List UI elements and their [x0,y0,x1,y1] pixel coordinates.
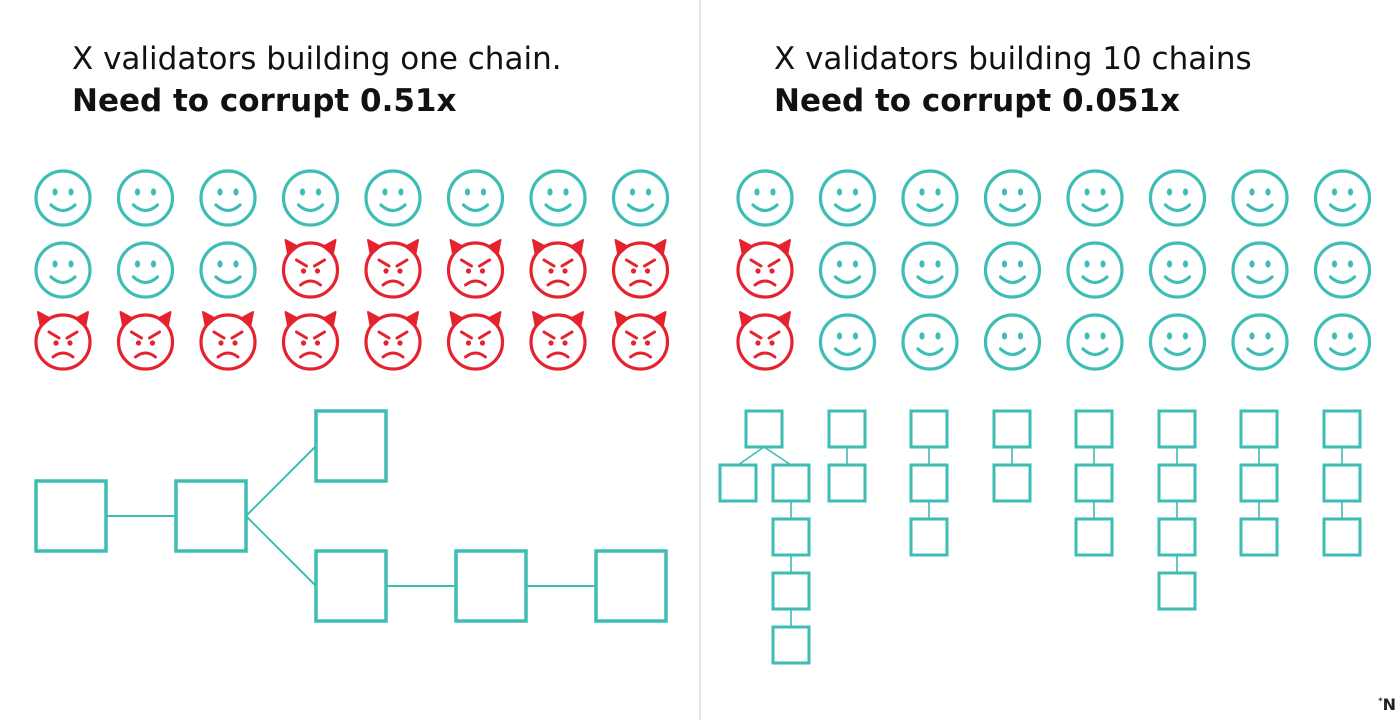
block [454,549,528,623]
block [314,549,388,623]
smiley-face-icon [1066,313,1124,371]
smiley-face-icon [1148,241,1207,299]
block [174,479,248,553]
smiley-face-icon [34,169,92,227]
left-diagram [34,169,670,623]
smiley-face-icon [818,241,877,299]
smiley-face-icon [901,313,959,371]
smiley-face-icon [1231,241,1289,299]
smiley-face-icon [116,241,175,299]
devil-face-icon [736,239,794,299]
block [827,409,867,449]
right-title: X validators building 10 chains [774,41,1252,77]
block [314,409,388,483]
block [1157,463,1197,503]
block [992,409,1032,449]
chain-link [763,446,792,466]
smiley-face-icon [1313,313,1372,371]
block [1074,517,1114,557]
block [1157,517,1197,557]
left-heading: X validators building one chain. Need to… [72,38,562,122]
block [1322,517,1362,557]
block [909,409,949,449]
block [992,463,1032,503]
block [1239,517,1279,557]
smiley-face-icon [34,241,92,299]
smiley-face-icon [983,241,1042,299]
block [771,625,811,665]
smiley-face-icon [736,169,794,227]
watermark-text: N [1382,695,1396,714]
block [1157,571,1197,611]
block [771,463,811,503]
block [718,463,758,503]
block [34,479,108,553]
block [1322,409,1362,449]
smiley-face-icon [1066,169,1124,227]
block [1239,409,1279,449]
right-subtitle: Need to corrupt 0.051x [774,83,1181,119]
chain-link [245,445,317,517]
devil-face-icon [529,239,587,299]
block [827,463,867,503]
smiley-face-icon [364,169,422,227]
smiley-face-icon [818,313,877,371]
smiley-face-icon [1148,313,1207,371]
left-panel: X validators building one chain. Need to… [34,38,670,623]
smiley-face-icon [983,169,1042,227]
right-diagram [718,169,1372,665]
block [909,517,949,557]
block [1074,409,1114,449]
smiley-face-icon [1066,241,1124,299]
smiley-face-icon [818,169,877,227]
devil-face-icon [281,311,340,371]
smiley-face-icon [1148,169,1207,227]
block [909,463,949,503]
block [1239,463,1279,503]
smiley-face-icon [1231,169,1289,227]
devil-face-icon [34,311,92,371]
smiley-face-icon [1313,241,1372,299]
smiley-face-icon [281,169,340,227]
smiley-face-icon [446,169,505,227]
devil-face-icon [611,239,670,299]
block [771,571,811,611]
block [1074,463,1114,503]
block [771,517,811,557]
block [1322,463,1362,503]
block [594,549,668,623]
chain-link [737,446,765,466]
watermark-logo: *N [1378,695,1396,714]
devil-face-icon [116,311,175,371]
devil-face-icon [611,311,670,371]
smiley-face-icon [529,169,587,227]
devil-face-icon [364,311,422,371]
smiley-face-icon [901,241,959,299]
smiley-face-icon [199,241,257,299]
devil-face-icon [446,239,505,299]
block [1157,409,1197,449]
devil-face-icon [529,311,587,371]
devil-face-icon [736,311,794,371]
devil-face-icon [446,311,505,371]
block [744,409,784,449]
smiley-face-icon [1313,169,1372,227]
devil-face-icon [364,239,422,299]
smiley-face-icon [901,169,959,227]
chain-link [245,515,317,587]
smiley-face-icon [611,169,670,227]
smiley-face-icon [1231,313,1289,371]
smiley-face-icon [199,169,257,227]
right-heading: X validators building 10 chains Need to … [774,38,1252,122]
smiley-face-icon [983,313,1042,371]
left-title: X validators building one chain. [72,41,562,77]
left-subtitle: Need to corrupt 0.51x [72,83,457,119]
panel-divider [699,0,701,720]
right-panel: X validators building 10 chains Need to … [701,0,1400,720]
devil-face-icon [199,311,257,371]
smiley-face-icon [116,169,175,227]
devil-face-icon [281,239,340,299]
